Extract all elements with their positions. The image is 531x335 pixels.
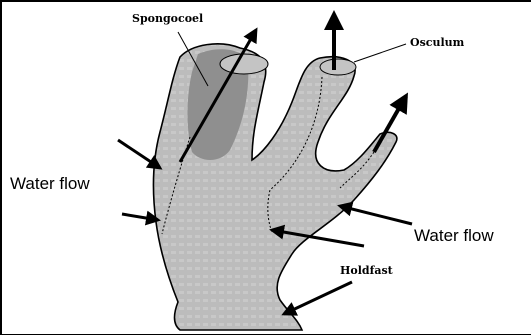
water-flow-label-right: Water flow xyxy=(414,226,494,246)
osculum-opening xyxy=(320,59,356,75)
left-top-opening xyxy=(220,54,268,74)
water-flow-label-left: Water flow xyxy=(10,174,90,194)
inflow-arrow-left-lower xyxy=(122,214,158,220)
inflow-arrow-left-upper xyxy=(118,140,160,168)
osculum-leader xyxy=(354,44,406,62)
spongocoel-label: Spongocoel xyxy=(132,12,203,25)
holdfast-arrow xyxy=(284,282,352,314)
inflow-arrow-right-upper xyxy=(340,206,412,224)
holdfast-label: Holdfast xyxy=(340,264,393,277)
osculum-label: Osculum xyxy=(410,36,464,49)
